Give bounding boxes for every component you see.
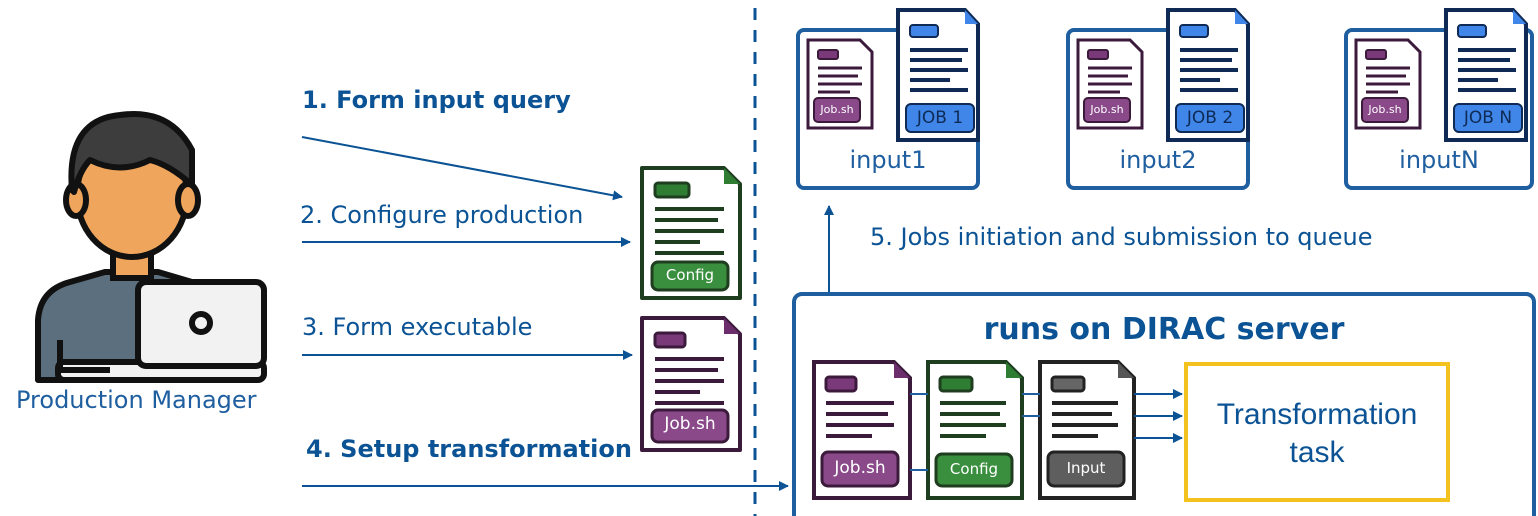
job-panel-2: [1066, 8, 1250, 190]
step-4-label: 4. Setup transformation: [306, 435, 632, 463]
step-5-label: 5. Jobs initiation and submission to que…: [870, 223, 1373, 251]
job-n-label: JOB N: [1463, 108, 1513, 128]
server-config-icon: [926, 360, 1024, 500]
task-line-1: Transformation: [1216, 398, 1418, 431]
job-panel-n: [1344, 8, 1534, 190]
job-script-document-icon: [640, 316, 742, 452]
transformation-task-label: Transformation task: [1186, 396, 1448, 472]
server-title: runs on DIRAC server: [983, 312, 1345, 347]
task-line-2: task: [1289, 436, 1345, 469]
transformation-task-box: [1184, 362, 1450, 502]
step-3-label: 3. Form executable: [302, 313, 533, 341]
production-manager-icon: [35, 111, 267, 383]
job-panel-1: [796, 8, 980, 190]
server-input-icon: [1038, 360, 1136, 500]
job-1-script-label: Job.sh: [820, 103, 854, 116]
config-document-icon: [640, 166, 742, 300]
server-config-label: Config: [949, 460, 999, 478]
arrow-step-1: [301, 136, 623, 201]
server-job-label: Job.sh: [834, 458, 886, 478]
job-1-input-label: input1: [849, 146, 927, 174]
step-2-label: 2. Configure production: [300, 201, 584, 229]
step-1-label: 1. Form input query: [302, 86, 571, 114]
job-n-script-label: Job.sh: [1368, 103, 1402, 116]
server-job-script-icon: [812, 360, 912, 500]
config-doc-label: Config: [665, 266, 715, 284]
job-2-label: JOB 2: [1186, 108, 1234, 128]
job-1-label: JOB 1: [916, 108, 964, 128]
server-input-label: Input: [1066, 459, 1106, 477]
actor-label: Production Manager: [16, 386, 257, 414]
job-n-input-label: inputN: [1399, 146, 1479, 174]
job-doc-label: Job.sh: [664, 414, 716, 434]
job-2-input-label: input2: [1119, 146, 1197, 174]
job-2-script-label: Job.sh: [1090, 103, 1124, 116]
